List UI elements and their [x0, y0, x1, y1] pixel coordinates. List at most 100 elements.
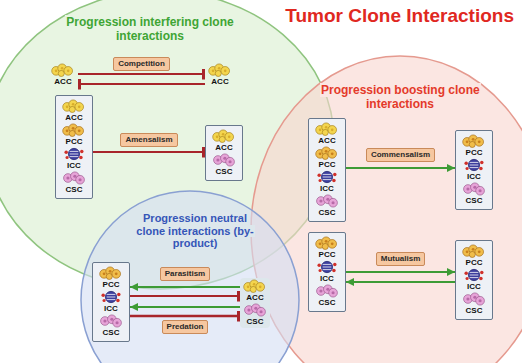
clone-label: ACC [65, 113, 82, 123]
cell-item: ACC [207, 63, 233, 87]
cell-icon-shape [63, 124, 84, 137]
cell-item: PCC [461, 244, 487, 268]
interaction-label: Commensalism [366, 148, 435, 162]
region-ellipse [81, 191, 299, 363]
clone-label: CSC [103, 328, 120, 338]
region-heading: Progression neutral clone interactions (… [135, 212, 254, 249]
clone-label: PCC [66, 137, 83, 147]
clone-label: CSC [319, 208, 336, 218]
cell-icon-shape [213, 130, 234, 143]
cell-item: PCC [98, 266, 124, 290]
cell-icon [242, 279, 268, 293]
clone-label: PCC [103, 280, 120, 290]
region-heading-wrap: Progression boosting clone interactions [320, 84, 480, 112]
inhibition-line [93, 151, 205, 153]
cell-item: CSC [98, 314, 124, 338]
clone-label: CSC [216, 167, 233, 177]
cell-icon [98, 314, 124, 328]
cell-item: ICC [314, 170, 340, 194]
cell-icon-shape [245, 304, 266, 316]
cell-icon [98, 266, 124, 280]
clone-label: CSC [466, 306, 483, 316]
clone-box: ACC CSC [205, 125, 243, 181]
region-heading-wrap: Progression interfering clone interactio… [60, 16, 240, 44]
cell-icon-shape [317, 195, 338, 207]
cell-icon-shape [463, 245, 484, 258]
cell-icon-shape [464, 269, 483, 280]
clone-label: ICC [467, 282, 481, 292]
clone-box: PCC ICCCSC [308, 232, 346, 312]
cell-item: CSC [61, 171, 87, 195]
cell-item: ACC [211, 129, 237, 153]
cell-item: ICC [461, 158, 487, 182]
clone-box: PCC ICC CSC [92, 262, 130, 342]
interaction-label: Amensalism [120, 133, 177, 147]
cell-item: PCC [314, 236, 340, 260]
cell-icon-shape [317, 261, 336, 272]
cell-icon-shape [209, 64, 230, 77]
cell-icon-shape [64, 148, 83, 159]
cell-icon-shape [464, 293, 485, 305]
cell-icon-shape [316, 237, 337, 250]
clone-label: CSC [66, 185, 83, 195]
diagram-title: Tumor Clone Interactions [285, 5, 514, 27]
cell-icon [314, 146, 340, 160]
cell-icon [314, 122, 340, 136]
cell-icon [461, 244, 487, 258]
interaction-arrow [346, 271, 455, 273]
cell-icon-shape [64, 172, 85, 184]
clone-label: PCC [319, 250, 336, 260]
cell-item: ACC [61, 99, 87, 123]
cell-cluster: ACC [48, 62, 78, 88]
interaction-arrow [130, 286, 240, 288]
inhibition-line [130, 315, 240, 318]
region-circle: Progression boosting clone interactionsA… [250, 55, 522, 363]
clone-box: ACC PCCICC CSC [55, 95, 93, 199]
cell-item: CSC [314, 194, 340, 218]
cell-icon [461, 134, 487, 148]
cell-item: CSC [242, 303, 268, 327]
interaction-label: Mutualism [376, 252, 426, 266]
clone-box: PCC ICC CSC [455, 130, 493, 210]
cell-icon-shape [244, 280, 265, 293]
cell-icon [314, 284, 340, 298]
cell-item: ICC [61, 147, 87, 171]
inhibition-line [130, 295, 240, 297]
clone-label: ACC [211, 77, 228, 87]
cell-icon-shape [101, 315, 122, 327]
cell-item: CSC [314, 284, 340, 308]
cell-item: PCC [314, 146, 340, 170]
cell-icon [61, 99, 87, 113]
cell-icon [61, 171, 87, 185]
cell-item: ACC [242, 279, 268, 303]
cell-icon [207, 63, 233, 77]
cell-icon-shape [214, 154, 235, 166]
clone-label: ACC [318, 136, 335, 146]
clone-box: ACCPCCICC CSC [308, 118, 346, 222]
clone-label: CSC [466, 196, 483, 206]
clone-label: ICC [467, 172, 481, 182]
clone-label: PCC [466, 148, 483, 158]
cell-icon [242, 303, 268, 317]
cell-icon-shape [100, 267, 121, 280]
region-heading: Progression interfering clone interactio… [65, 15, 234, 43]
cell-icon-shape [317, 171, 336, 182]
interaction-arrow [346, 167, 455, 169]
cell-cluster: ACC [205, 62, 235, 88]
cell-icon [314, 194, 340, 208]
cell-icon [211, 129, 237, 143]
clone-label: ICC [104, 304, 118, 314]
interaction-label: Predation [162, 320, 209, 334]
cell-item: ICC [314, 260, 340, 284]
interaction-label: Parasitism [160, 267, 210, 281]
cell-icon [461, 182, 487, 196]
cell-icon [314, 260, 340, 274]
region-heading: Progression boosting clone interactions [320, 83, 481, 111]
cell-icon-shape [464, 183, 485, 195]
inhibition-line [78, 73, 205, 75]
clone-label: ICC [320, 274, 334, 284]
cell-item: ACC [50, 63, 76, 87]
cell-icon [461, 158, 487, 172]
cell-cluster: ACCCSC [240, 278, 270, 328]
cell-icon [61, 123, 87, 137]
